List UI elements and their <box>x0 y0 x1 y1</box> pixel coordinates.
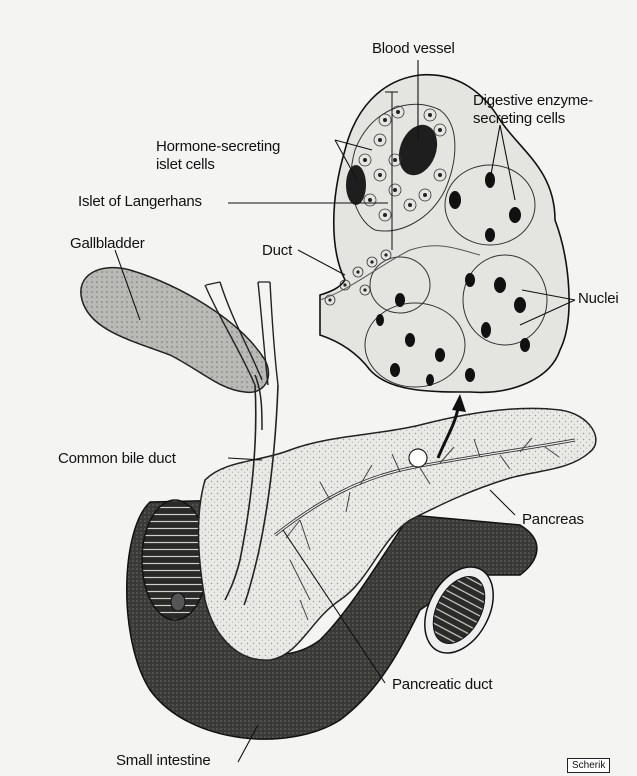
label-hormone-cells-2: islet cells <box>156 156 215 173</box>
label-common-bile-duct: Common bile duct <box>58 450 176 467</box>
label-pancreas: Pancreas <box>522 511 584 528</box>
label-hormone-cells-1: Hormone-secreting <box>156 138 280 155</box>
label-small-intestine: Small intestine <box>116 752 211 769</box>
label-blood-vessel: Blood vessel <box>372 40 455 57</box>
label-pancreatic-duct: Pancreatic duct <box>392 676 492 693</box>
label-digestive-cells-1: Digestive enzyme- <box>473 92 593 109</box>
label-islet-of-langerhans: Islet of Langerhans <box>78 193 202 210</box>
label-digestive-cells-2: secreting cells <box>473 110 565 127</box>
label-nuclei: Nuclei <box>578 290 618 307</box>
artist-credit: Scherik <box>567 758 610 773</box>
label-gallbladder: Gallbladder <box>70 235 145 252</box>
islet-spot <box>409 449 427 467</box>
gallbladder <box>81 268 269 430</box>
label-duct: Duct <box>262 242 292 259</box>
